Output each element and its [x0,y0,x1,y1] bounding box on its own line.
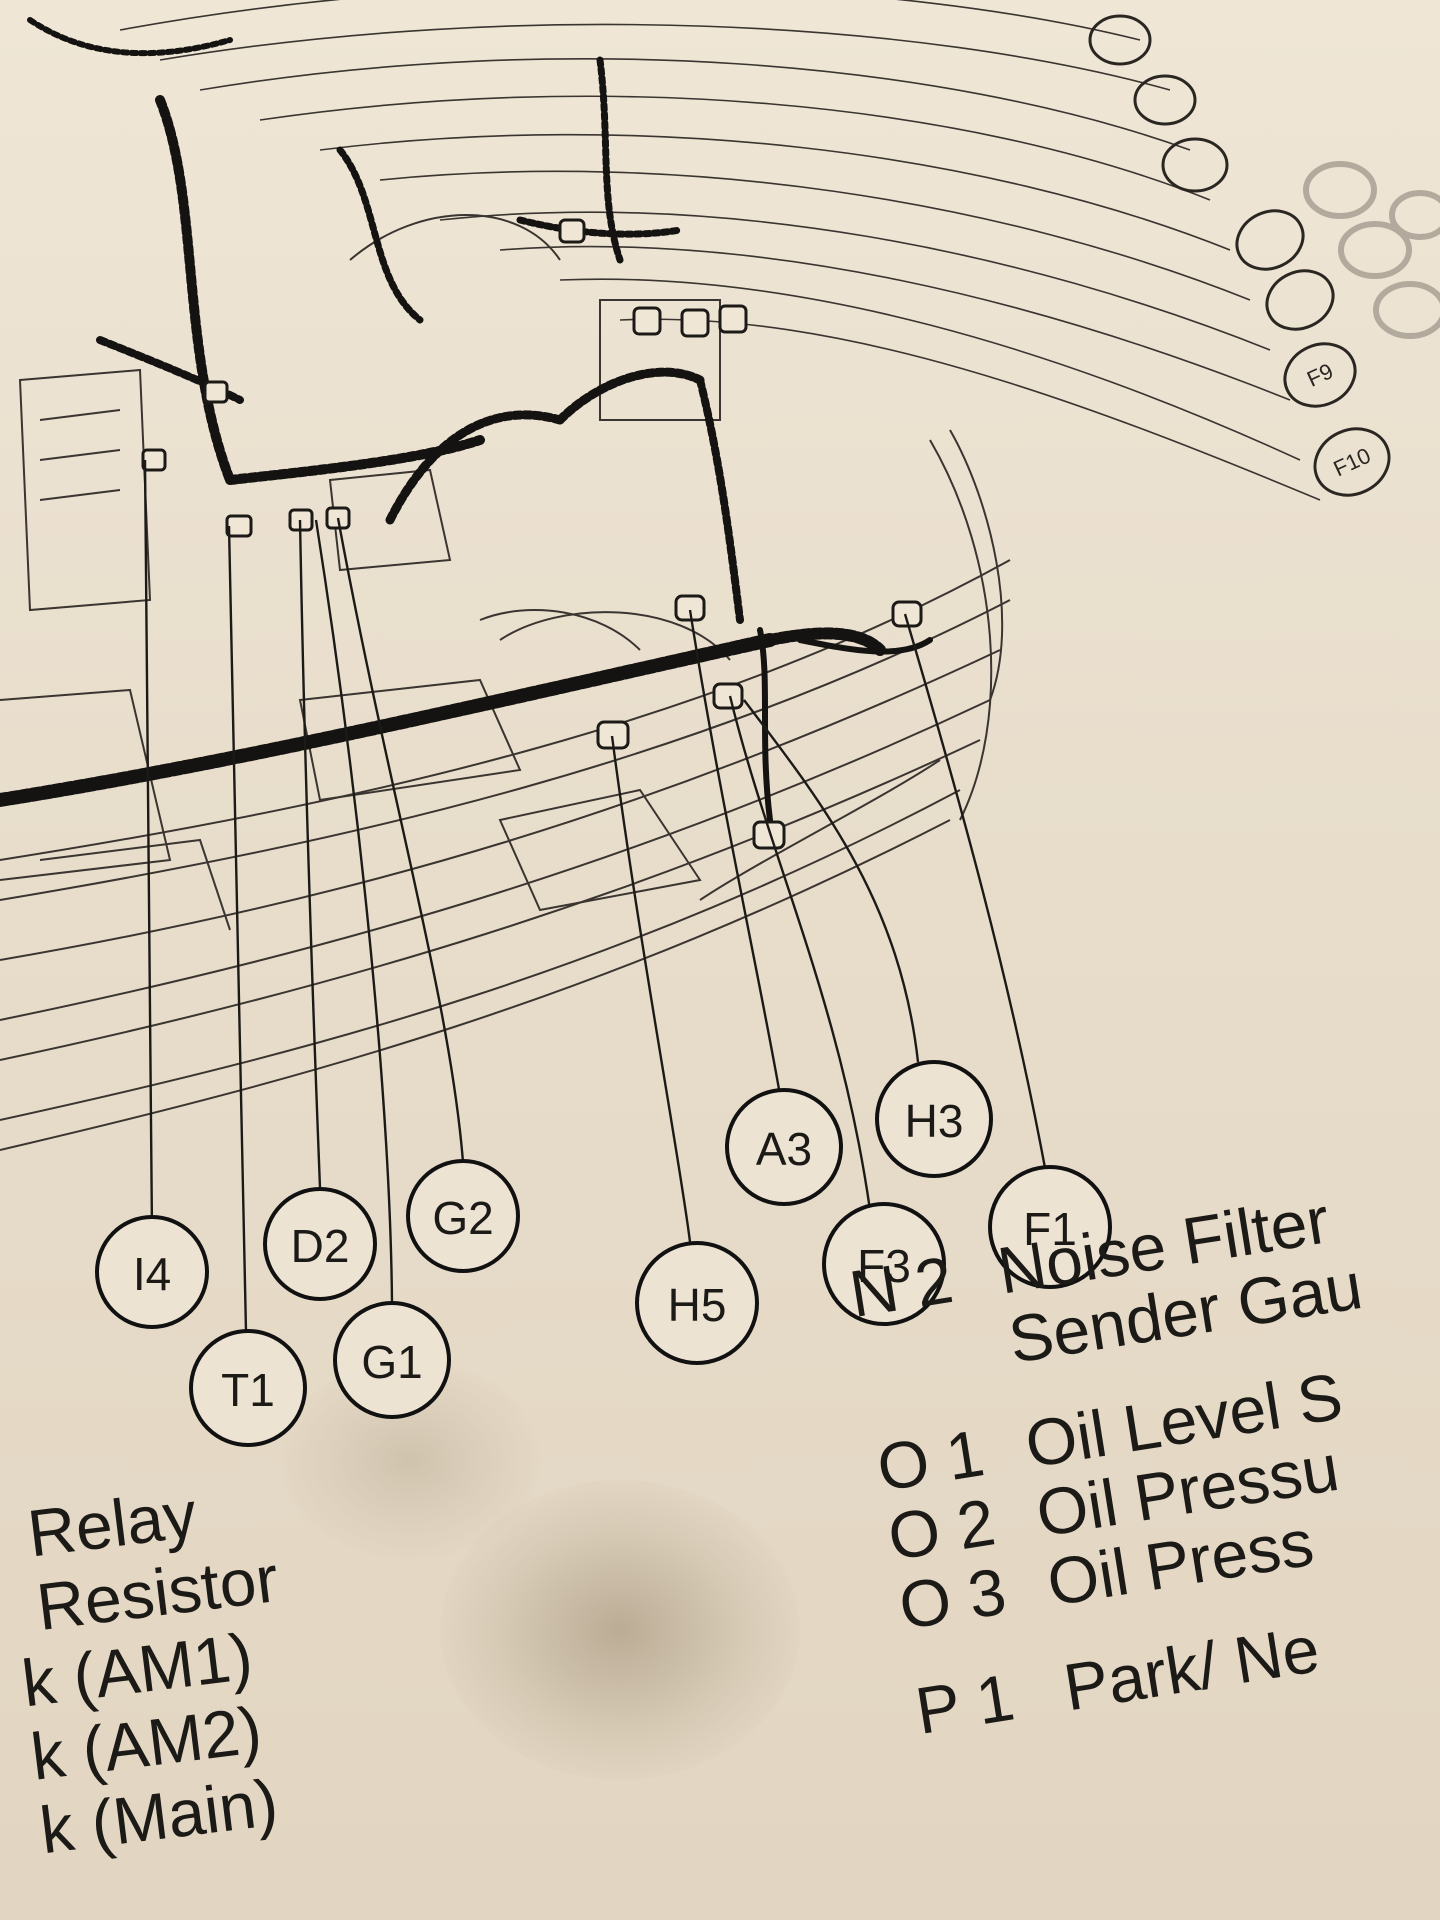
callout-f9: F9 [1303,358,1337,392]
connectors [141,218,923,850]
callout-label: T1 [221,1364,275,1416]
wire-harness [0,17,933,823]
callout-f10: F10 [1330,443,1375,482]
legend-left: Relay Resistor k (AM1) k (AM2) k (Main) [0,1468,309,1868]
callout-label: F3 [857,1240,911,1292]
wiring-diagram: F9 F10 [0,0,1440,1447]
paper-stain [440,1480,800,1780]
callout-label: H3 [905,1095,964,1147]
engine-bay-outline [0,214,1011,1151]
callout-f1: F1 [988,1165,1112,1289]
callout-t1: T1 [189,1329,307,1447]
callout-group: I4 T1 D2 G1 G2 H5 A3 F3 H3 F1 [95,1060,1112,1447]
callout-h5: H5 [635,1241,759,1365]
callout-i4: I4 [95,1215,209,1329]
callout-f3: F3 [822,1202,946,1326]
callout-label: G1 [361,1336,422,1388]
callout-label: I4 [133,1248,171,1300]
callout-label: D2 [291,1220,350,1272]
harness-fan-lines [119,0,1321,501]
callout-label: A3 [756,1123,812,1175]
callout-a3: A3 [725,1088,843,1206]
callout-g1: G1 [333,1301,451,1419]
callout-h3: H3 [875,1060,993,1178]
callout-label: H5 [668,1279,727,1331]
callout-label: G2 [432,1192,493,1244]
callout-label: F1 [1023,1203,1077,1255]
leader-lines [143,459,1047,1333]
callout-g2: G2 [406,1159,520,1273]
callout-d2: D2 [263,1187,377,1301]
